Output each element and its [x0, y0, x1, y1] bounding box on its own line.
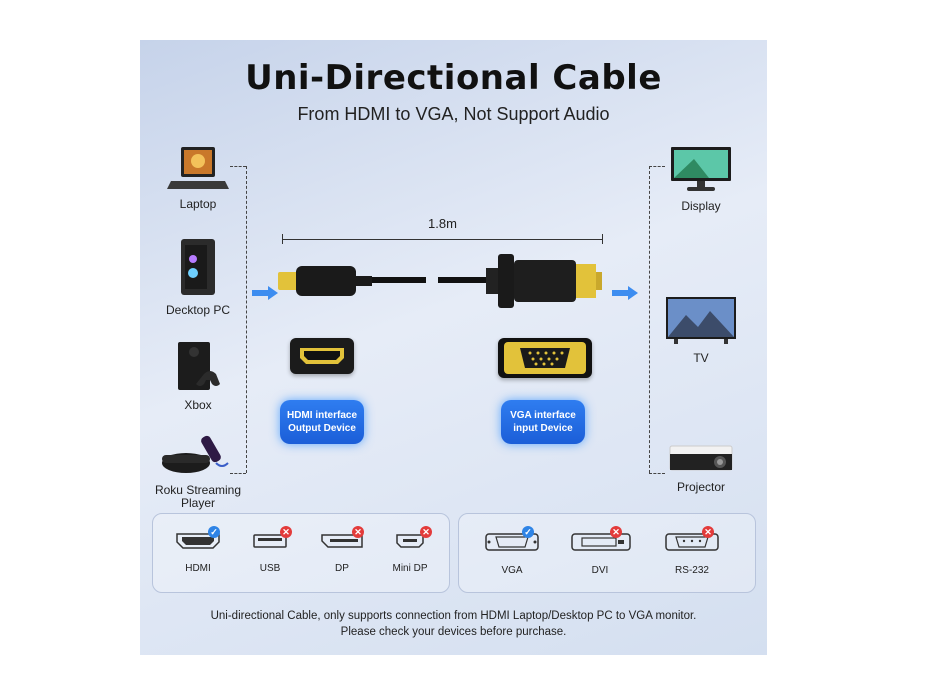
hdmi-vga-cable — [278, 254, 602, 308]
target-display: Display — [646, 145, 756, 213]
desktop-pc-icon — [181, 239, 215, 295]
hdmi-interface-badge: HDMI interface Output Device — [280, 400, 364, 444]
compat-hdmi: ✓ HDMI — [168, 526, 228, 574]
target-projector: Projector — [646, 442, 756, 494]
vga-port-outline-icon — [485, 533, 539, 551]
source-roku: Roku Streaming Player — [143, 433, 253, 510]
supported-check-icon: ✓ — [208, 526, 220, 538]
projector-icon — [669, 445, 733, 471]
source-xbox: Xbox — [143, 340, 253, 412]
compat-rs232: ✕ RS-232 — [662, 526, 722, 576]
compat-dvi: ✕ DVI — [570, 526, 631, 576]
page-title: Uni-Directional Cable — [245, 58, 662, 98]
footer-note: Uni-directional Cable, only supports con… — [210, 610, 697, 638]
cable-length-line — [282, 239, 602, 240]
unsupported-x-icon: ✕ — [280, 526, 292, 538]
hdmi-port-icon — [300, 348, 344, 364]
cable-length: 1.8m — [428, 216, 457, 231]
rs232-port-outline-icon — [665, 533, 719, 551]
source-desktop-pc: Decktop PC — [143, 237, 253, 317]
target-tv: TV — [646, 295, 756, 365]
output-arrow-icon — [612, 286, 638, 300]
source-label: Xbox — [184, 398, 212, 412]
target-label: Display — [681, 199, 721, 213]
product-infographic: Uni-Directional Cable From HDMI to VGA, … — [140, 40, 767, 655]
compat-mini-dp: ✕ Mini DP — [380, 526, 440, 574]
dvi-port-outline-icon — [571, 533, 631, 551]
compat-usb: ✕ USB — [240, 526, 300, 574]
target-label: TV — [693, 351, 709, 365]
source-laptop: Laptop — [143, 145, 253, 211]
page-subtitle: From HDMI to VGA, Not Support Audio — [297, 104, 610, 124]
source-connector-line — [246, 166, 247, 473]
compat-box-output — [152, 513, 450, 593]
hdmi-port-card — [290, 338, 354, 374]
unsupported-x-icon: ✕ — [610, 526, 622, 538]
unsupported-x-icon: ✕ — [702, 526, 714, 538]
supported-check-icon: ✓ — [522, 526, 534, 538]
unsupported-x-icon: ✕ — [420, 526, 432, 538]
source-label: Roku Streaming Player — [154, 483, 242, 510]
usb-port-outline-icon — [253, 534, 287, 548]
source-label: Laptop — [179, 197, 217, 211]
compat-dp: ✕ DP — [312, 526, 372, 574]
source-label: Decktop PC — [165, 303, 231, 317]
roku-player-icon — [162, 435, 229, 473]
vga-port-card — [498, 338, 592, 378]
vga-port-icon — [504, 342, 586, 374]
compat-vga: ✓ VGA — [482, 526, 542, 576]
unsupported-x-icon: ✕ — [352, 526, 364, 538]
monitor-icon — [671, 147, 731, 191]
target-connector-line — [649, 166, 650, 473]
vga-interface-badge: VGA interface input Device — [501, 400, 585, 444]
input-arrow-icon — [252, 286, 278, 300]
target-label: Projector — [676, 480, 726, 494]
laptop-icon — [167, 147, 229, 189]
xbox-icon — [178, 342, 220, 390]
tv-icon — [666, 297, 736, 344]
